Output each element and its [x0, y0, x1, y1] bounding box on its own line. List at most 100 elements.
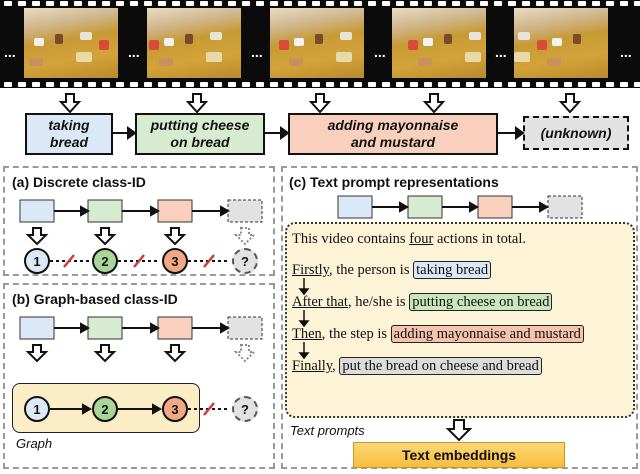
film-perforation — [340, 1, 348, 6]
action-label: putting cheese — [150, 117, 250, 133]
film-perforation — [172, 1, 180, 6]
film-perforation — [298, 1, 306, 6]
text-embeddings-label: Text embeddings — [401, 447, 517, 463]
graph-class-id-diagram — [19, 316, 263, 416]
node-1: 1 — [24, 248, 50, 274]
action-highlight-unknown: put the bread on cheese and bread — [339, 357, 542, 375]
film-perforation — [102, 1, 110, 6]
panel-text-prompt-representations — [281, 166, 638, 469]
film-perforation — [88, 1, 96, 6]
film-perforation — [130, 82, 138, 87]
film-perforation — [606, 82, 614, 87]
action-label: and mustard — [350, 134, 435, 150]
action-label: on bread — [170, 134, 230, 150]
film-perforation — [382, 82, 390, 87]
graph-node-unknown: ? — [232, 396, 258, 422]
film-perforation — [410, 1, 418, 6]
film-perforation — [410, 82, 418, 87]
film-perforation — [620, 82, 628, 87]
film-perforation — [200, 82, 208, 87]
down-arrow-icon — [185, 93, 209, 114]
film-perforation — [494, 1, 502, 6]
film-to-action-arrows — [58, 93, 582, 114]
prompt-line-then: Then, the step is adding mayonnaise and … — [292, 325, 584, 343]
action-label: taking — [48, 117, 90, 133]
action-label: bread — [49, 134, 89, 150]
prompt-line-finally: Finally, put the bread on cheese and bre… — [292, 357, 542, 375]
film-perforation — [4, 1, 12, 6]
film-perforation — [298, 82, 306, 87]
film-perforation — [438, 82, 446, 87]
film-perforation — [242, 82, 250, 87]
film-perforation — [354, 82, 362, 87]
film-perforation — [578, 1, 586, 6]
discrete-class-id-diagram — [19, 199, 263, 268]
film-perforation — [88, 82, 96, 87]
panel-a-title: (a) Discrete class-ID — [12, 174, 146, 190]
film-perforation — [256, 1, 264, 6]
prompt-step-arrows — [298, 278, 310, 360]
film-perforation — [158, 1, 166, 6]
film-ellipsis: ... — [128, 44, 140, 60]
prompt-line-intro: This video contains four actions in tota… — [292, 231, 526, 247]
video-film-strip: .................. — [0, 0, 640, 88]
film-perforation — [368, 82, 376, 87]
film-perforation — [144, 82, 152, 87]
film-perforation — [312, 82, 320, 87]
film-perforation — [326, 82, 334, 87]
film-perforation — [4, 82, 12, 87]
panel-b-title: (b) Graph-based class-ID — [12, 291, 178, 307]
film-ellipsis: ... — [4, 44, 16, 60]
film-perforation — [256, 82, 264, 87]
panel-discrete-class-id — [3, 166, 275, 276]
film-perforation — [536, 1, 544, 6]
text-prompts-label: Text prompts — [290, 423, 365, 438]
action-highlight-taking-bread: taking bread — [413, 261, 492, 279]
film-perforation — [228, 1, 236, 6]
film-perforation — [452, 1, 460, 6]
film-perforation — [312, 1, 320, 6]
film-perforation — [522, 82, 530, 87]
film-perforation — [74, 82, 82, 87]
film-perforation — [340, 82, 348, 87]
film-perforation — [634, 1, 640, 6]
film-perforation — [452, 82, 460, 87]
action-highlight-putting-cheese: putting cheese on bread — [409, 293, 553, 311]
film-perforation — [130, 1, 138, 6]
node-3: 3 — [162, 248, 188, 274]
film-perforation — [158, 82, 166, 87]
film-perforation — [326, 1, 334, 6]
film-perforation — [60, 1, 68, 6]
action-box-unknown: (unknown) — [523, 116, 629, 150]
film-perforation — [270, 82, 278, 87]
film-perforation — [508, 82, 516, 87]
film-perforation — [396, 82, 404, 87]
film-ellipsis: ... — [251, 44, 263, 60]
film-perforation — [186, 82, 194, 87]
film-perforation — [438, 1, 446, 6]
text-prompt-box — [285, 222, 635, 418]
video-frame — [392, 8, 486, 78]
graph-node-1: 1 — [24, 396, 50, 422]
film-perforation — [186, 1, 194, 6]
film-perforation — [18, 82, 26, 87]
node-unknown: ? — [232, 248, 258, 274]
film-ellipsis: ... — [620, 44, 632, 60]
action-sequence-arrows — [113, 126, 525, 140]
film-perforation — [564, 82, 572, 87]
film-perforation — [354, 1, 362, 6]
panel-graph-based-class-id — [3, 283, 275, 469]
video-frame — [514, 8, 608, 78]
film-perforation — [466, 82, 474, 87]
film-perforation — [242, 1, 250, 6]
film-perforation — [46, 1, 54, 6]
film-perforation — [102, 82, 110, 87]
video-frame — [270, 8, 364, 78]
film-perforation — [228, 82, 236, 87]
prompt-line-after-that: After that, he/she is putting cheese on … — [292, 293, 553, 311]
film-perforation — [480, 82, 488, 87]
video-frame — [24, 8, 118, 78]
film-perforation — [634, 82, 640, 87]
